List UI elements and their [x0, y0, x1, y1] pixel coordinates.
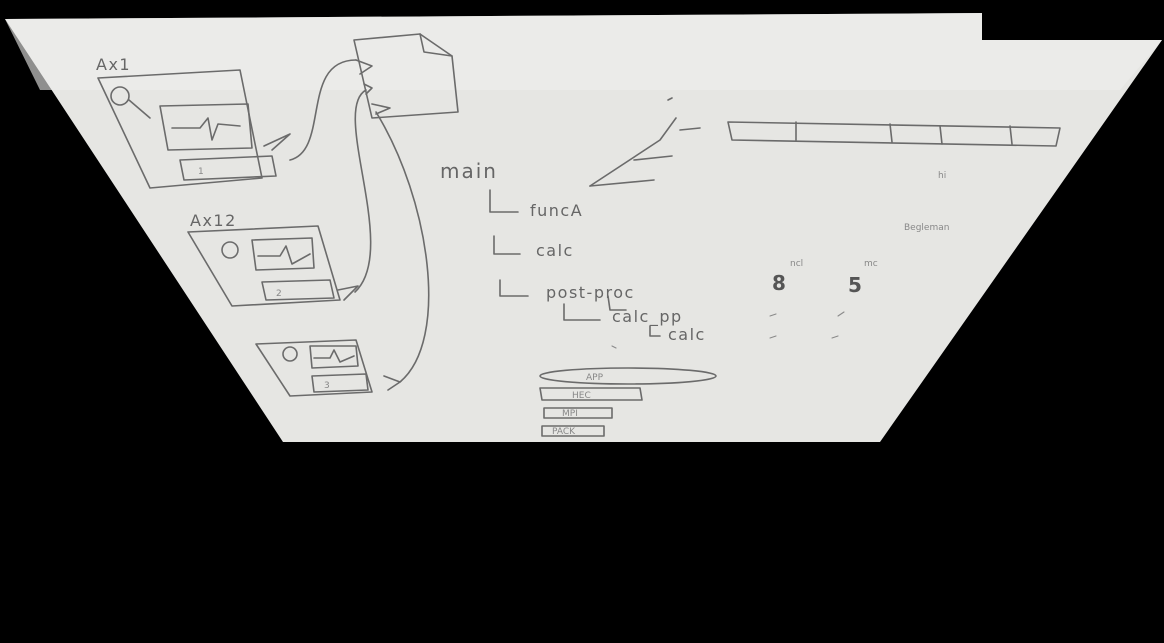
box-2-label: Ax12 — [190, 211, 237, 230]
connector-lines — [289, 59, 430, 383]
tree-item-funcA: funcA — [530, 201, 583, 220]
stack-label-pack: PACK — [552, 427, 576, 437]
tree-item-post-proc: post-proc — [546, 283, 635, 302]
stack-layer-mpi — [543, 407, 613, 419]
note-ncl: ncl — [790, 259, 803, 269]
side-notes: hi Begleman ncl mc 8 5 — [769, 171, 949, 339]
note-number-8: 8 — [772, 271, 786, 295]
document-icon — [353, 33, 459, 119]
tree-subitem-calc: calc — [668, 325, 706, 344]
sketch-box-3: 3 — [255, 339, 401, 397]
circle-icon — [282, 346, 298, 362]
stack-layer-app — [539, 367, 717, 385]
stack-layer-pack — [541, 425, 605, 437]
sketch-box-2: Ax12 2 — [187, 211, 359, 307]
tree-subitem-calc-pp: calc_pp — [612, 307, 683, 327]
segmented-bar — [727, 121, 1061, 147]
sketch-box-1: Ax1 1 — [96, 55, 291, 189]
circle-icon — [110, 86, 130, 106]
axis-sketch — [589, 97, 701, 187]
stack-label-mpi: MPI — [562, 409, 578, 419]
box-1-label: Ax1 — [96, 55, 131, 74]
note-begleman: Begleman — [904, 223, 949, 233]
tree-root: main — [440, 159, 498, 183]
software-stack: APP HEC MPI PACK — [539, 367, 717, 437]
note-mc: mc — [864, 259, 878, 269]
box-2-digit: 2 — [276, 289, 282, 299]
whiteboard — [5, 13, 1162, 442]
stack-label-hec: HEC — [572, 391, 591, 401]
board-top-shade — [5, 13, 1162, 90]
box-3-digit: 3 — [324, 381, 330, 391]
tree-item-calc: calc — [536, 241, 574, 260]
stack-layer-hec — [539, 387, 643, 401]
stack-label-app: APP — [586, 373, 604, 383]
circle-icon — [221, 241, 239, 259]
box-1-digit: 1 — [198, 167, 204, 177]
call-tree: main funcA calc post-proc calc_pp calc — [440, 159, 706, 349]
note-number-5: 5 — [848, 273, 862, 297]
note-hi: hi — [938, 171, 946, 181]
